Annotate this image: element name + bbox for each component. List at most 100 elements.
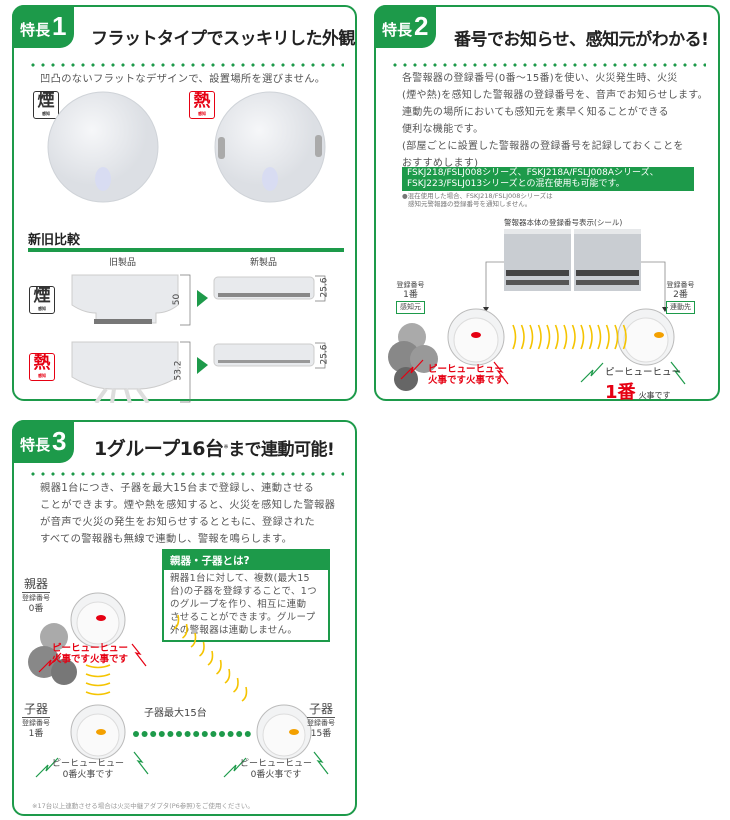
dotted-divider: [28, 63, 344, 67]
smoke-cloud: [28, 623, 77, 685]
group-link-dots: [133, 731, 251, 737]
wave-arc: [199, 641, 205, 657]
heat-mark: 熱感知: [189, 91, 215, 119]
child-detector-15: [256, 704, 312, 760]
wave-arc: [216, 659, 222, 675]
new-smoke-detector: [213, 276, 315, 300]
alarm-lightning: [400, 359, 686, 385]
smoke-mark: 煙感知: [33, 91, 59, 119]
link-dot: [193, 731, 200, 737]
feature1-panel: 特長1 フラットタイプでスッキリした外観 凹凸のないフラットなデザインで、設置場…: [12, 5, 357, 403]
dotted-divider: [28, 472, 344, 476]
arrow-icon: [197, 290, 208, 307]
feature2-panel: 特長2 番号でお知らせ、感知元がわかる! 各警報器の登録番号(0番〜15番)を使…: [374, 5, 720, 403]
sticker-caption: 警報器本体の登録番号表示(シール): [504, 218, 623, 227]
sticker-image-1: [504, 229, 571, 291]
link-dot: [201, 731, 208, 737]
alarm-lightning: [35, 643, 329, 778]
wave-arc: [537, 324, 542, 350]
wireless-waves: [512, 324, 627, 350]
wave-arc: [85, 664, 111, 669]
wave-arc: [520, 324, 525, 350]
wave-arc: [529, 324, 534, 350]
compat-banner: FSKJ218/FSLJ008シリーズ、FSKJ218A/FSLJ008Aシリー…: [402, 167, 694, 191]
wave-arc: [224, 668, 231, 684]
dim-new-heat: 25.6: [319, 344, 330, 365]
dim-new-smoke: 25.6: [319, 277, 330, 298]
smoke-detector-image: [47, 91, 159, 203]
wave-arc: [597, 324, 602, 350]
new-heat-detector: [213, 343, 315, 367]
link-dot: [236, 731, 243, 737]
wave-arc: [512, 324, 517, 350]
link-dot: [141, 731, 148, 737]
new-product-label: 新製品: [250, 258, 278, 268]
wave-arc: [546, 324, 551, 350]
feature-title: フラットタイプでスッキリした外観: [91, 29, 356, 49]
max-children-label: 子器最大15台: [144, 708, 207, 719]
wave-arc: [241, 686, 248, 702]
link-dot: [244, 731, 251, 737]
wave-arc: [622, 324, 627, 350]
dim-old-smoke: 50: [172, 293, 183, 306]
detector-left: [447, 308, 505, 366]
feature-tag: 特長3: [12, 420, 75, 463]
wave-arc: [182, 623, 188, 639]
smoke-mark: 煙感知: [29, 286, 55, 314]
wave-arc: [207, 650, 214, 666]
detector-images: [47, 91, 326, 203]
feature-tag: 特長2: [374, 5, 437, 48]
link-dot: [184, 731, 191, 737]
compat-note: ●混在使用した場合、FSKJ218/FSLJ008シリーズは感知元警報器の登録番…: [402, 192, 553, 208]
feature-title: 番号でお知らせ、感知元がわかる!: [454, 30, 709, 50]
wave-arc: [588, 324, 593, 350]
link-dot: [219, 731, 225, 737]
heat-detector-image: [214, 91, 326, 203]
wave-arc: [580, 324, 585, 350]
detector-right: [617, 308, 675, 366]
compare-underline: [28, 248, 344, 252]
wave-arc: [563, 324, 568, 350]
wave-arc: [190, 632, 197, 648]
left-voice: ピーヒューヒュー火事です火事です: [428, 364, 505, 386]
child-detector-1: [70, 704, 126, 760]
tag-number: 1: [52, 11, 67, 41]
wave-arc: [554, 324, 559, 350]
feature3-panel: 特長3 1グループ16台※まで連動可能! 親器1台につき、子器を最大15台まで登…: [12, 420, 357, 816]
link-dot: [227, 731, 234, 737]
parent-voice: ピーヒューヒュー火事です火事です: [52, 643, 129, 665]
box-title: 親器・子器とは?: [164, 551, 328, 570]
compare-heading: 新旧比較: [28, 233, 81, 248]
old-smoke-detector: [71, 274, 179, 324]
wave-arc: [233, 677, 239, 693]
old-heat-detector: [71, 341, 179, 403]
wave-arc: [85, 691, 111, 696]
dotted-divider: [390, 63, 706, 67]
feature-tag: 特長1: [12, 5, 75, 48]
feature-desc: 親器1台につき、子器を最大15台まで登録し、連動させることができます。煙や熱を感…: [40, 482, 336, 545]
feature-title: 1グループ16台※まで連動可能!: [94, 438, 335, 460]
link-dot: [158, 731, 165, 737]
wave-arc: [85, 673, 111, 678]
compare-images: [71, 274, 326, 403]
wave-arc: [173, 614, 180, 630]
tag-label: 特長: [20, 21, 51, 39]
feature3-diagram: [28, 592, 329, 778]
wave-arc: [614, 324, 619, 350]
wave-arc: [571, 324, 576, 350]
wave-arc: [605, 324, 610, 350]
arrow-icon: [197, 357, 208, 374]
link-dot: [133, 731, 139, 737]
feature-desc: 各警報器の登録番号(0番〜15番)を使い、火災発生時、火災(煙や熱)を感知した警…: [402, 73, 708, 169]
dim-old-heat: 53.2: [173, 360, 184, 381]
feature-desc: 凹凸のないフラットなデザインで、設置場所を選びません。: [40, 73, 326, 85]
